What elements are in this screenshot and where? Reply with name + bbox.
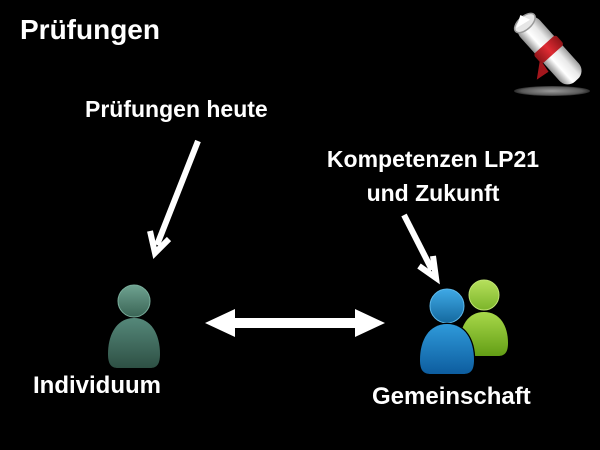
callout-kompetenzen-line1: Kompetenzen LP21 [326,146,540,172]
arrow-to-individuum [147,139,201,259]
ribbon-tail [536,59,549,80]
label-gemeinschaft: Gemeinschaft [372,383,531,410]
label-individuum: Individuum [33,372,161,399]
callout-kompetenzen-line2: und Zukunft [366,180,500,206]
ribbon-band [534,35,563,64]
single-person-icon [108,284,160,368]
arrow-to-gemeinschaft [401,213,440,285]
callout-pruefungen-heute: Prüfungen heute [85,96,268,122]
slide-title: Prüfungen [20,14,160,45]
diploma-scroll-icon [513,12,590,96]
blue-person [418,287,476,376]
callout-kompetenzen: Kompetenzen LP21 und Zukunft [295,142,571,210]
double-arrow [205,309,385,337]
diploma-shadow [514,86,590,96]
two-people-icon [418,279,508,376]
